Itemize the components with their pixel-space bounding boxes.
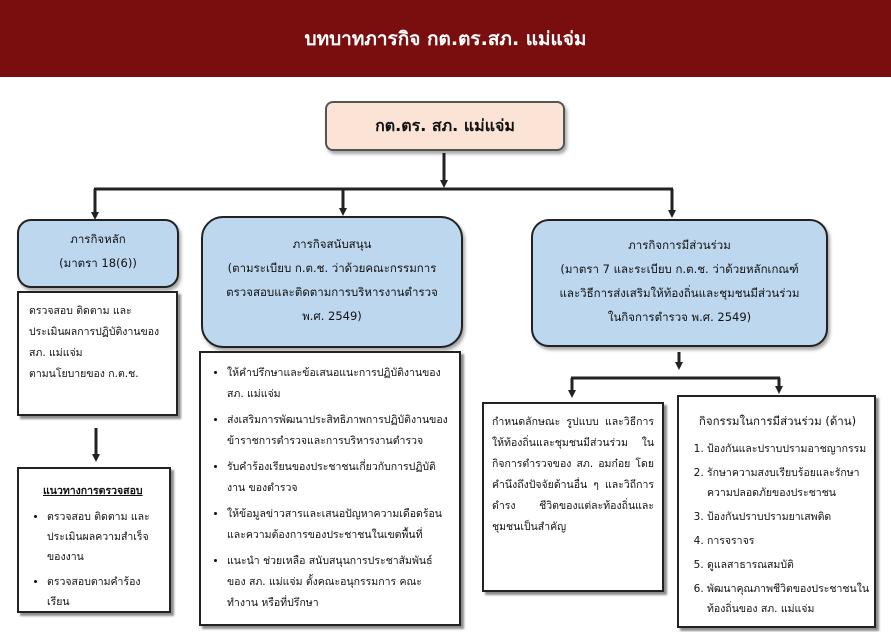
left-desc-line: ประเมินผลการปฏิบัติงานของ	[29, 326, 160, 338]
middle-header-box: ภารกิจสนับสนุน (ตามระเบียบ ก.ต.ช. ว่าด้ว…	[201, 216, 463, 348]
list-item: ส่งเสริมการพัฒนาประสิทธิภาพการปฏิบัติงาน…	[227, 410, 449, 452]
header-banner: บทบาทภารกิจ กต.ตร.สภ. แม่แจ่ม	[0, 0, 891, 77]
left-description-box: ตรวจสอบ ติดตาม และ ประเมินผลการปฏิบัติงา…	[17, 291, 178, 416]
list-item: รักษาความสงบเรียบร้อยและรักษาความปลอดภัย…	[707, 463, 870, 503]
right-title: ภารกิจการมีส่วนร่วม	[628, 238, 731, 252]
left-desc-line: ตรวจสอบ ติดตาม และ	[29, 305, 132, 317]
left-title: ภารกิจหลัก	[70, 232, 126, 246]
left-desc-line: สภ. แม่แจ่ม	[29, 347, 83, 359]
left-desc-line: ตามนโยบายของ ก.ต.ช.	[29, 368, 139, 380]
page-title: บทบาทภารกิจ กต.ตร.สภ. แม่แจ่ม	[304, 27, 587, 50]
list-item: ตรวจสอบตามคำร้องเรียน	[47, 572, 163, 612]
right-header-box: ภารกิจการมีส่วนร่วม (มาตรา 7 และระเบียบ …	[531, 219, 828, 347]
right-activities-box: กิจกรรมในการมีส่วนร่วม (ด้าน) ป้องกันและ…	[677, 395, 876, 628]
center-node: กต.ตร. สภ. แม่แจ่ม	[325, 101, 565, 151]
left-guide-box: แนวทางการตรวจสอบ ตรวจสอบ ติดตาม และประเม…	[17, 467, 171, 613]
middle-sub1: (ตามระเบียบ ก.ต.ช. ว่าด้วยคณะกรรมการ	[227, 261, 437, 275]
list-item: ดูแลสาธารณสมบัติ	[707, 555, 870, 575]
center-label: กต.ตร. สภ. แม่แจ่ม	[375, 115, 515, 135]
list-item: ป้องกันและปราบปรามอาชญากรรม	[707, 439, 870, 459]
right-description: กำหนดลักษณะ รูปแบบ และวิธีการให้ท้องถิ่น…	[492, 416, 654, 533]
middle-items-box: ให้คำปรึกษาและข้อเสนอแนะการปฏิบัติงานของ…	[199, 351, 461, 626]
list-item: แนะนำ ช่วยเหลือ สนับสนุนการประชาสัมพันธ์…	[227, 551, 449, 614]
left-subtitle: (มาตรา 18(6))	[59, 256, 137, 270]
left-header-box: ภารกิจหลัก (มาตรา 18(6))	[17, 219, 179, 288]
list-item: การจราจร	[707, 531, 870, 551]
middle-title: ภารกิจสนับสนุน	[292, 237, 372, 251]
right-description-box: กำหนดลักษณะ รูปแบบ และวิธีการให้ท้องถิ่น…	[482, 402, 664, 592]
list-item: ป้องกันปราบปรามยาเสพติด	[707, 507, 870, 527]
list-item: ตรวจสอบ ติดตาม และประเมินผลความสำเร็จของ…	[47, 507, 163, 567]
list-item: รับคำร้องเรียนของประชาชนเกี่ยวกับการปฏิบ…	[227, 457, 449, 499]
right-activities-title: กิจกรรมในการมีส่วนร่วม (ด้าน)	[698, 414, 857, 428]
middle-sub2: ตรวจสอบและติดตามการบริหารงานตำรวจ	[226, 285, 438, 299]
right-sub3: ในกิจการตำรวจ พ.ศ. 2549)	[607, 310, 752, 324]
list-item: ให้ข้อมูลข่าวสารและเสนอปัญหาความเดือดร้อ…	[227, 504, 449, 546]
list-item: พัฒนาคุณภาพชีวิตของประชาชนในท้องถิ่นของ …	[707, 579, 870, 619]
left-guide-title: แนวทางการตรวจสอบ	[43, 485, 143, 497]
right-sub1: (มาตรา 7 และระเบียบ ก.ต.ช. ว่าด้วยหลักเก…	[560, 262, 799, 276]
list-item: ให้คำปรึกษาและข้อเสนอแนะการปฏิบัติงานของ…	[227, 363, 449, 405]
right-sub2: และวิธีการส่งเสริมให้ท้องถิ่นและชุมชนมีส…	[559, 286, 800, 300]
middle-sub3: พ.ศ. 2549)	[302, 309, 362, 323]
